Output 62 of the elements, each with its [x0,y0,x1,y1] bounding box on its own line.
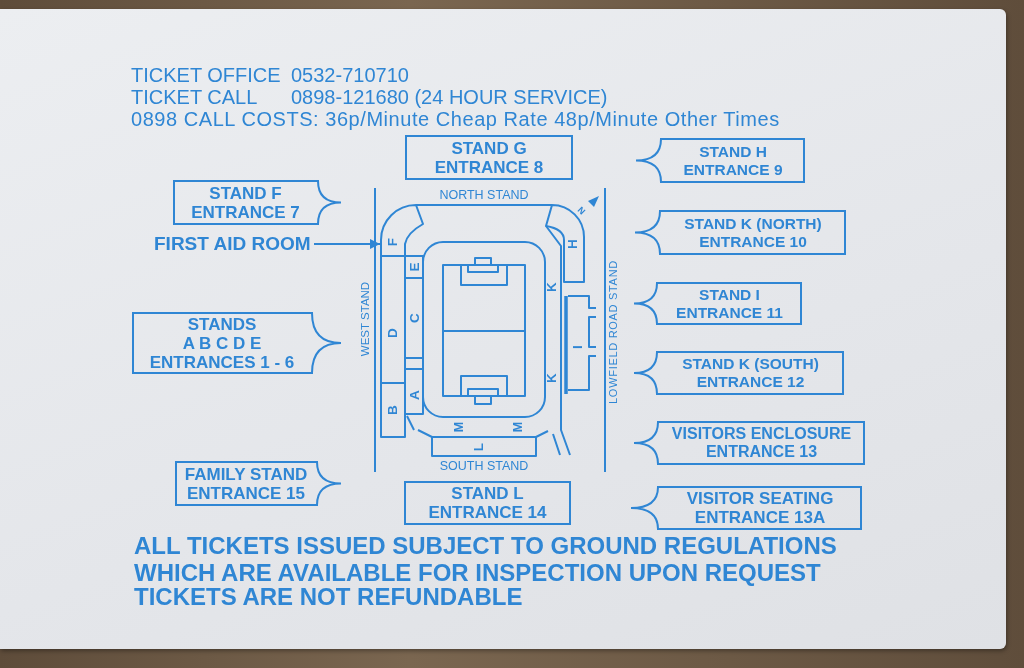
callout-text: STANDS [187,314,257,334]
entrance-callout [633,282,802,325]
stand-section [380,204,424,257]
section-letter: K [545,282,559,292]
arrow [313,239,381,249]
entrance-callout [132,312,342,374]
section-letter: H [566,239,580,249]
terms-text: TICKETS ARE NOT REFUNDABLE [134,584,524,611]
info-label: TICKET OFFICE [131,64,281,87]
section-letter: M [452,421,466,433]
callout-text: ENTRANCE 11 [676,303,783,322]
entrance-callout [634,210,846,255]
callout-text: VISITORS ENCLOSURE [671,425,852,443]
terms-text: ALL TICKETS ISSUED SUBJECT TO GROUND REGULATIONS WHICH ARE AVAILABLE FOR INSPECTION UPON REQUEST [134,533,838,586]
callout-text: STAND F [209,183,282,203]
section-letter: E [408,262,422,272]
stand-name: NORTH STAND [439,188,529,202]
phone-number: 0898-121680 (24 HOUR SERVICE) [291,86,608,109]
entrance-callout [635,138,805,183]
callout-text: A B C D E [182,333,262,353]
callout-text: FAMILY STAND [184,464,308,484]
callout-text: VISITOR SEATING [686,489,834,508]
callout-text: STAND I [699,285,760,304]
callout-text: ENTRANCE 9 [683,160,783,179]
info-label: TICKET CALL [131,86,258,109]
stand-name: SOUTH STAND [439,459,529,473]
callout-text: STAND K (NORTH) [684,214,822,233]
stand-name: LOWFIELD ROAD STAND [607,260,619,404]
entrance-sign [405,135,573,180]
info-note: 0898 CALL COSTS: 36p/Minute Cheap Rate 48p/Minute Other Times [131,108,780,131]
section-letter: A [408,390,422,400]
callout-text: ENTRANCE 7 [191,202,300,222]
callout-text: ENTRANCE 10 [699,232,807,251]
callout-text: STAND K (SOUTH) [682,355,819,373]
callout-text: ENTRANCE 15 [186,483,306,503]
entrance-callout [175,461,342,506]
section-letter: K [545,373,559,383]
compass-letter: N [575,205,587,217]
callout-text: ENTRANCES 1 - 6 [149,352,295,372]
callout-text: ENTRANCE 13A [694,508,826,527]
callout-text: ENTRANCE 12 [696,373,805,391]
section-letter: I [571,345,585,349]
entrance-sign [404,481,571,525]
entrance-callout [633,421,865,465]
section-letter: D [386,328,400,338]
annotation-text: FIRST AID ROOM [154,234,314,254]
phone-number: 0532-710710 [291,64,409,87]
callout-text: ENTRANCE 14 [428,503,547,522]
section-letter: F [386,237,400,247]
stand-name: WEST STAND [360,281,372,357]
section-letter: C [408,313,422,323]
callout-text: ENTRANCE 8 [434,157,544,177]
section-letter: L [472,442,486,452]
entrance-callout [173,180,342,225]
callout-text: ENTRANCE 13 [705,443,818,461]
section-letter: M [511,421,525,433]
callout-text: STAND L [451,484,524,503]
callout-text: STAND G [451,138,527,158]
entrance-callout [630,486,862,530]
callout-text: STAND H [699,142,767,161]
entrance-callout [633,351,844,395]
section-letter: B [386,405,400,415]
